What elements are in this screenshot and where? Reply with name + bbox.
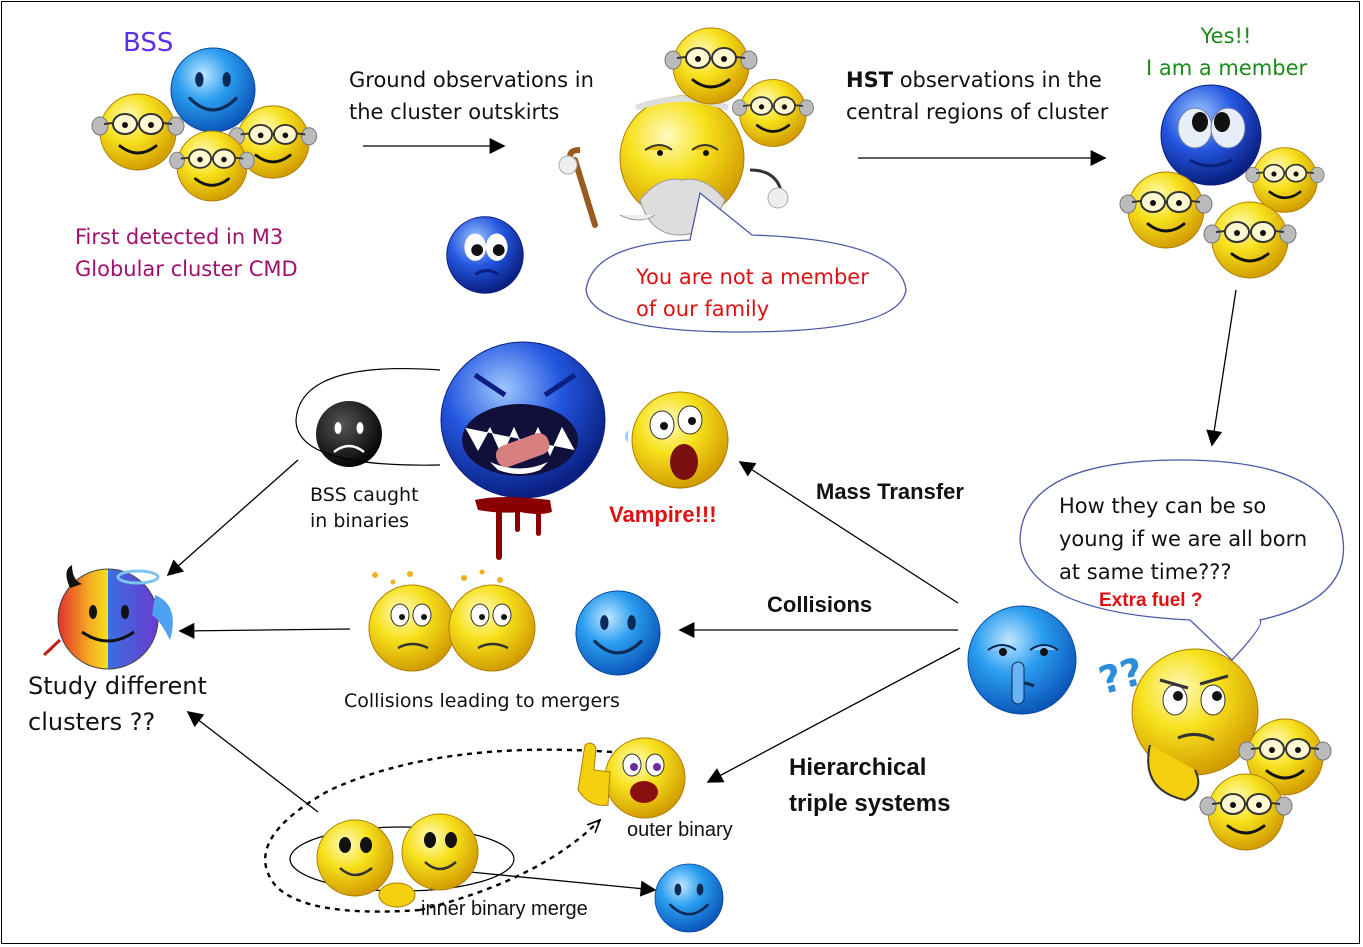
binary-orbit xyxy=(295,367,441,466)
thinking-smiley-icon: ?? xyxy=(1094,648,1259,802)
arrow-mass-transfer xyxy=(738,461,959,604)
hst-observations-text: HST observations in the central regions … xyxy=(846,64,1108,128)
screaming-smiley-icon xyxy=(625,391,729,489)
not-member-line-1: You are not a member xyxy=(636,265,869,289)
arrow-binaries-study xyxy=(166,459,299,577)
ground-observations-text: Ground observations in the cluster outsk… xyxy=(349,64,594,128)
hierarchical-line-1: Hierarchical xyxy=(789,754,927,781)
worried-blue-smiley-icon xyxy=(446,216,524,294)
shushing-smiley-icon xyxy=(967,605,1077,715)
outer-binary-label: outer binary xyxy=(627,819,733,841)
first-detected-text: First detected in M3 Globular cluster CM… xyxy=(75,221,298,285)
how-young-line-3: at same time??? xyxy=(1059,560,1232,584)
outer-orbit xyxy=(264,748,613,913)
first-detected-line-1: First detected in M3 xyxy=(75,225,284,249)
hst-rest: observations in the xyxy=(893,68,1102,92)
hst-line-1: HST observations in the xyxy=(846,64,1108,96)
not-member-line-2: of our family xyxy=(636,297,770,321)
member-smiley-icon xyxy=(1160,84,1262,186)
extra-fuel-label: Extra fuel ? xyxy=(1099,590,1203,611)
blood-drip-icon xyxy=(475,497,552,560)
how-young-line-2: young if we are all born xyxy=(1059,527,1308,551)
bss-group-icon xyxy=(90,46,319,203)
bss-caught-line-1: BSS caught xyxy=(310,484,419,506)
hst-line-2: central regions of cluster xyxy=(846,100,1109,124)
outer-orbit-return xyxy=(419,820,600,912)
bss-caught-text: BSS caught in binaries xyxy=(310,482,419,534)
vampire-icon xyxy=(440,341,606,499)
bss-caught-line-2: in binaries xyxy=(310,510,410,532)
arrow-mergers-study xyxy=(178,622,351,639)
bss-label: BSS xyxy=(123,28,174,58)
glasses-smiley-icon xyxy=(731,78,815,148)
thumbs-up-smiley-icon xyxy=(577,737,686,819)
member-text: Yes!! I am a member xyxy=(1146,20,1308,84)
speech-bubble-how-young xyxy=(1019,459,1345,661)
vampire-label: Vampire!!! xyxy=(609,502,717,527)
arrow-hierarchical xyxy=(706,647,961,783)
study-line-2: clusters ?? xyxy=(28,708,156,736)
glasses-smiley-icon xyxy=(663,26,759,106)
arrow-down-right xyxy=(1206,289,1237,447)
hierarchical-text: Hierarchical triple systems xyxy=(789,750,950,822)
hst-bold: HST xyxy=(846,68,894,92)
mass-transfer-label: Mass Transfer xyxy=(816,479,964,504)
collisions-mergers-label: Collisions leading to mergers xyxy=(344,690,620,712)
arrow-triples-study xyxy=(186,711,319,813)
study-line-1: Study different xyxy=(28,672,207,700)
blue-smiley-icon xyxy=(574,589,662,677)
sad-black-smiley-icon xyxy=(316,401,382,467)
glasses-smiley-icon xyxy=(1202,200,1298,280)
ground-line-1: Ground observations in xyxy=(349,68,594,92)
inner-binary-label: inner binary merge xyxy=(421,898,588,920)
speech-bubble-not-member xyxy=(585,191,907,333)
collisions-label: Collisions xyxy=(767,592,873,617)
blue-smiley-icon xyxy=(653,862,725,934)
arrow-inner-merge xyxy=(469,871,657,897)
not-member-text: You are not a member of our family xyxy=(636,261,869,325)
ground-line-2: the cluster outskirts xyxy=(349,100,560,124)
first-detected-line-2: Globular cluster CMD xyxy=(75,257,298,281)
member-line: I am a member xyxy=(1146,56,1308,80)
dizzy-smileys-icon xyxy=(368,569,536,672)
hierarchical-line-2: triple systems xyxy=(789,790,951,817)
devil-angel-icon xyxy=(42,565,173,670)
how-young-line-1: How they can be so xyxy=(1059,494,1267,518)
how-young-text: How they can be so young if we are all b… xyxy=(1059,490,1307,589)
yes-line: Yes!! xyxy=(1200,24,1252,48)
study-clusters-text: Study different clusters ?? xyxy=(28,668,207,740)
merging-smileys-icon xyxy=(316,813,479,908)
